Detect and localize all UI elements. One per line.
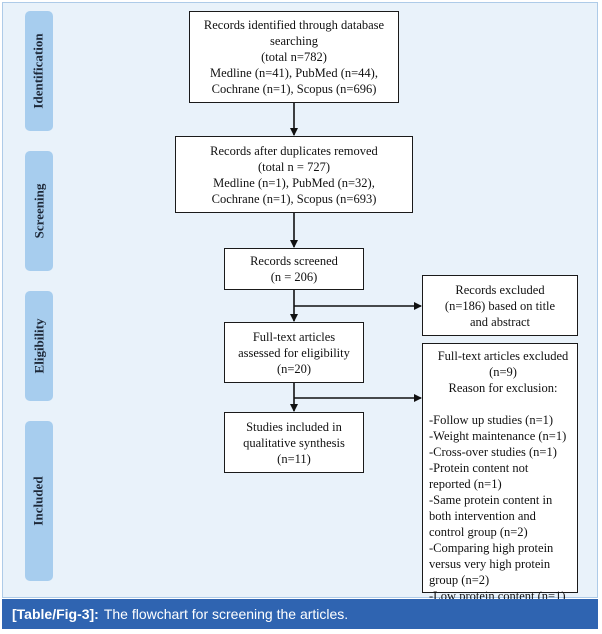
box-line: Cochrane (n=1), Scopus (n=696) (211, 82, 377, 96)
box-line: Cochrane (n=1), Scopus (n=693) (211, 191, 377, 206)
caption-text: The flowchart for screening the articles… (103, 606, 349, 622)
exclusion-reason: control group (n=2) (429, 525, 528, 539)
stage-screening: Screening (25, 151, 53, 271)
box-line: searching (270, 34, 318, 48)
stage-identification: Identification (25, 11, 53, 131)
studies-included-box: Studies included in qualitative synthesi… (224, 412, 364, 473)
box-line: (total n=782) (261, 50, 327, 64)
caption-tag: [Table/Fig-3]: (12, 606, 99, 622)
box-line: Records identified through database (203, 18, 385, 32)
box-line: Reason for exclusion: (448, 381, 558, 395)
box-line: Studies included in (246, 419, 342, 434)
box-line: Records screened (250, 254, 338, 268)
box-line: assessed for eligibility (238, 345, 350, 360)
stage-label: Included (31, 476, 47, 526)
box-line: and abstract (469, 314, 531, 329)
exclusion-reason: -Comparing high protein (429, 541, 554, 555)
box-line: Medline (n=1), PubMed (n=32), (213, 175, 375, 190)
box-line: qualitative synthesis (243, 435, 345, 450)
exclusion-reason: -Weight maintenance (n=1) (429, 429, 567, 443)
box-line: Full-text articles excluded (437, 349, 569, 363)
screened-records-box: Records screened (n = 206) (224, 248, 364, 290)
deduplicated-records-box: Records after duplicates removed (total … (175, 136, 413, 213)
box-line: (n=20) (276, 361, 312, 376)
box-line: (n=9) (489, 365, 517, 379)
stage-included: Included (25, 421, 53, 581)
exclusion-reason: versus very high protein (429, 557, 551, 571)
exclusion-reason: -Cross-over studies (n=1) (429, 445, 557, 459)
stage-label: Identification (31, 33, 46, 109)
identified-records-box: Records identified through database sear… (189, 11, 399, 103)
box-line: Records excluded (455, 282, 545, 297)
exclusion-reason: -Same protein content in (429, 493, 553, 507)
exclusion-reason: group (n=2) (429, 573, 490, 587)
box-line: (n = 206) (270, 270, 318, 284)
box-line: (n=186) based on title (444, 298, 556, 313)
exclusion-reason: -Follow up studies (n=1) (429, 413, 554, 427)
box-line: (n=11) (277, 451, 311, 466)
figure-caption: [Table/Fig-3]: The flowchart for screeni… (2, 599, 598, 629)
exclusion-reason: reported (n=1) (429, 477, 502, 491)
box-line: Full-text articles (252, 329, 336, 344)
stage-label: Screening (31, 183, 46, 239)
exclusion-reason: -Protein content not (429, 461, 529, 475)
box-line: Records after duplicates removed (210, 143, 378, 158)
stage-label: Eligibility (31, 318, 46, 374)
fulltext-excluded-box: Full-text articles excluded (n=9) Reason… (422, 343, 578, 603)
excluded-records-box: Records excluded (n=186) based on title … (422, 275, 578, 336)
box-line: (total n = 727) (258, 159, 330, 174)
fulltext-assessed-box: Full-text articles assessed for eligibil… (224, 322, 364, 383)
stage-eligibility: Eligibility (25, 291, 53, 401)
exclusion-reason: both intervention and (429, 509, 536, 523)
box-line: Medline (n=41), PubMed (n=44), (210, 66, 378, 80)
